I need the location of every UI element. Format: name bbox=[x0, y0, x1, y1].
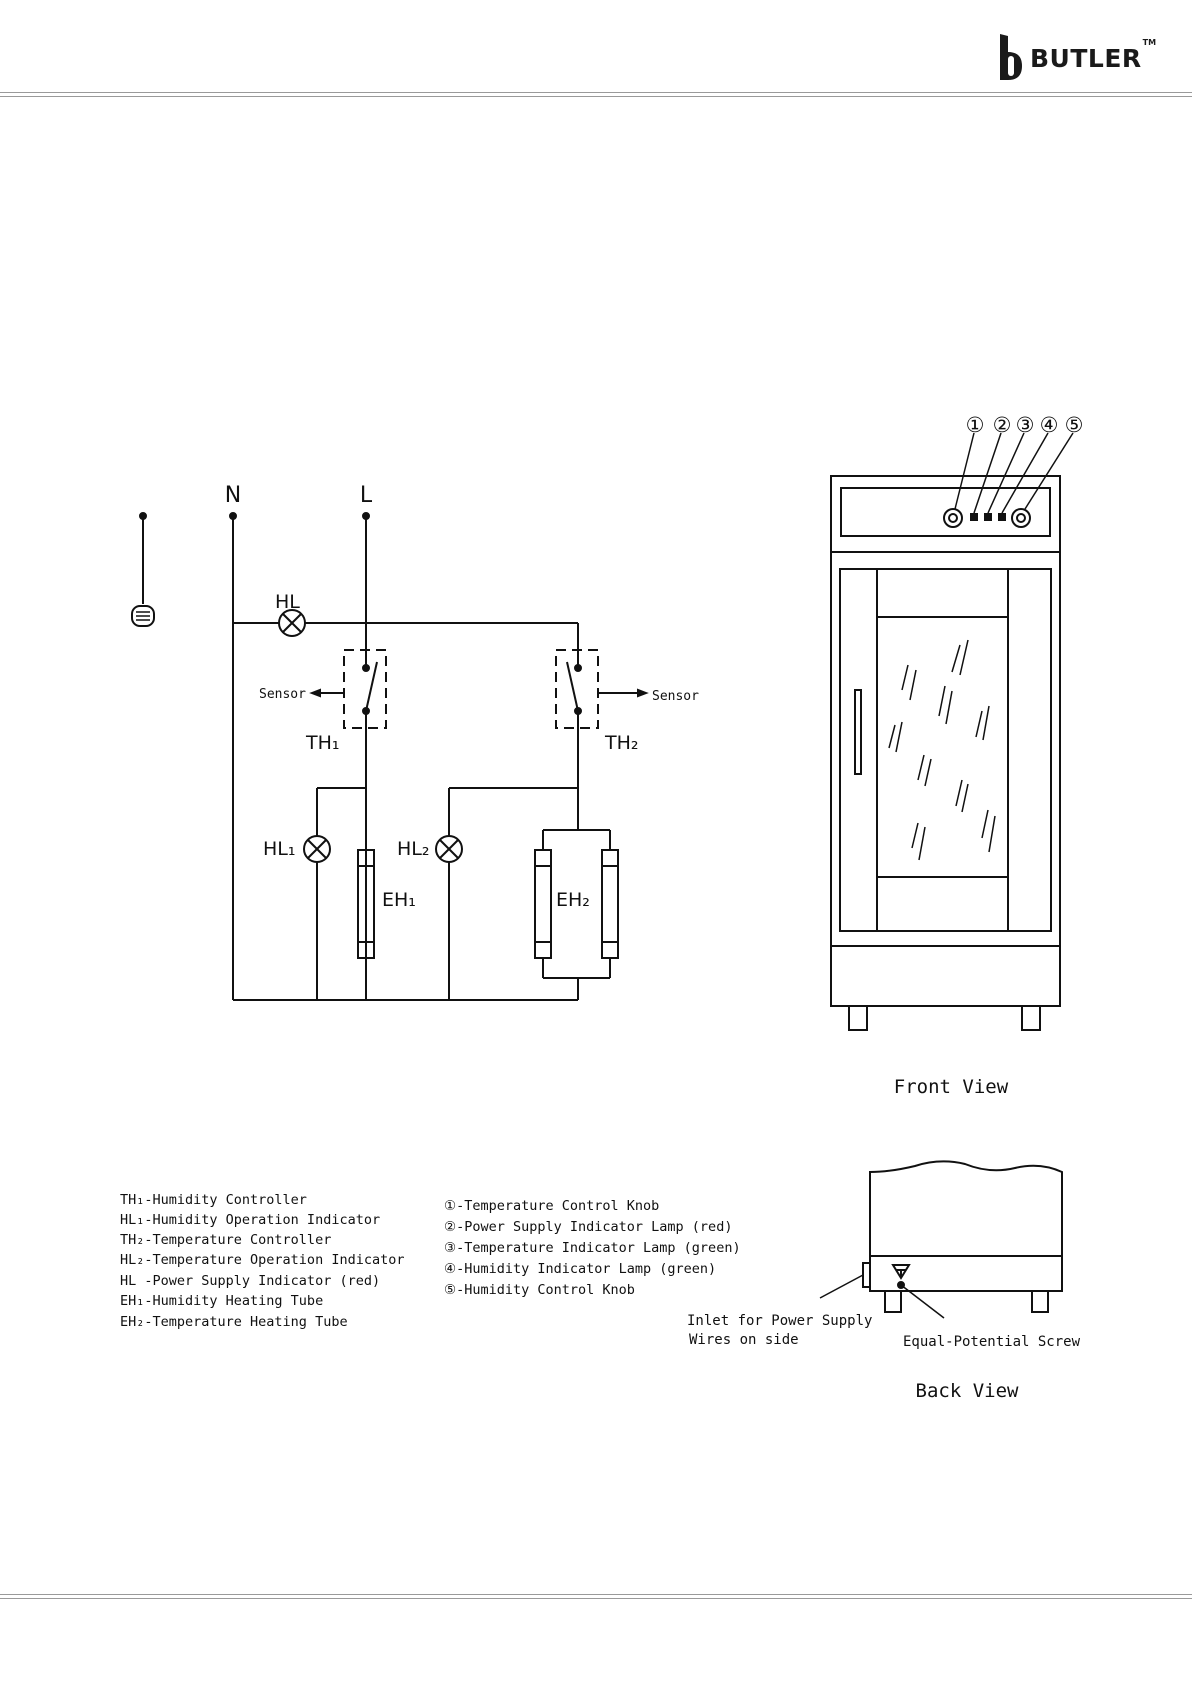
callout-2: ② bbox=[993, 413, 1012, 437]
hl1-label: HL₁ bbox=[263, 838, 296, 860]
front-view-cabinet bbox=[830, 432, 1074, 1031]
legend-component-item: TH₂-Temperature Controller bbox=[120, 1232, 331, 1248]
terminal-l-label: L bbox=[360, 483, 373, 508]
callout-5: ⑤ bbox=[1065, 413, 1084, 437]
legend-component-item: HL -Power Supply Indicator (red) bbox=[120, 1273, 380, 1289]
brand-logo: BUTLER TM bbox=[998, 34, 1156, 82]
footer-rule-bottom bbox=[0, 1598, 1192, 1599]
th1-label: TH₁ bbox=[305, 732, 340, 754]
legend-component-item: EH₁-Humidity Heating Tube bbox=[120, 1293, 323, 1309]
front-view-title: Front View bbox=[894, 1076, 1009, 1098]
header-rule-bottom bbox=[0, 96, 1192, 97]
legend-control-item: ⑤-Humidity Control Knob bbox=[444, 1282, 635, 1298]
eh2-label: EH₂ bbox=[556, 889, 590, 911]
brand-name: BUTLER bbox=[1030, 43, 1142, 73]
lamp-hl-label: HL bbox=[275, 591, 300, 613]
header-rule-top bbox=[0, 92, 1192, 93]
callout-3: ③ bbox=[1016, 413, 1035, 437]
legend-component-item: EH₂-Temperature Heating Tube bbox=[120, 1314, 348, 1330]
terminal-n-label: N bbox=[225, 483, 241, 508]
back-view-cabinet bbox=[819, 1160, 1063, 1319]
legend-component-item: HL₁-Humidity Operation Indicator bbox=[120, 1212, 380, 1228]
hl2-label: HL₂ bbox=[397, 838, 430, 860]
th2-label: TH₂ bbox=[604, 732, 639, 754]
legend-component-item: TH₁-Humidity Controller bbox=[120, 1192, 307, 1208]
lamp-hl-icon bbox=[278, 609, 306, 637]
ground-terminal bbox=[131, 512, 155, 627]
legend-control-item: ③-Temperature Indicator Lamp (green) bbox=[444, 1240, 741, 1256]
footer-rule-top bbox=[0, 1594, 1192, 1595]
legend-controls: ①-Temperature Control Knob ②-Power Suppl… bbox=[444, 1198, 741, 1298]
legend-control-item: ④-Humidity Indicator Lamp (green) bbox=[444, 1261, 716, 1277]
legend-control-item: ②-Power Supply Indicator Lamp (red) bbox=[444, 1219, 732, 1235]
lamp-hl1-icon bbox=[303, 835, 331, 863]
back-view-title: Back View bbox=[916, 1380, 1020, 1402]
circuit-wires bbox=[229, 512, 649, 1001]
butler-logo-icon bbox=[1000, 34, 1022, 80]
callout-1: ① bbox=[966, 413, 985, 437]
screw-label: Equal-Potential Screw bbox=[903, 1334, 1081, 1350]
lamp-hl2-icon bbox=[435, 835, 463, 863]
legend-components: TH₁-Humidity Controller HL₁-Humidity Ope… bbox=[120, 1192, 404, 1330]
eh1-label: EH₁ bbox=[382, 889, 416, 911]
sensor-left-label: Sensor bbox=[259, 687, 306, 702]
inlet-label-line2: Wires on side bbox=[689, 1332, 799, 1348]
legend-control-item: ①-Temperature Control Knob bbox=[444, 1198, 659, 1214]
callout-4: ④ bbox=[1040, 413, 1059, 437]
inlet-label-line1: Inlet for Power Supply bbox=[687, 1313, 872, 1329]
legend-component-item: HL₂-Temperature Operation Indicator bbox=[120, 1252, 404, 1268]
brand-trademark: TM bbox=[1142, 38, 1157, 47]
sensor-right-label: Sensor bbox=[652, 689, 699, 704]
